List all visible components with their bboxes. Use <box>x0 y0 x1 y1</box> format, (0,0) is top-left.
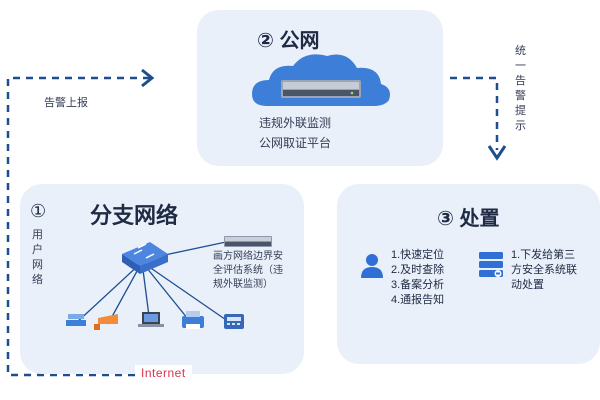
phone-icon <box>224 314 244 329</box>
right-item-2: 方安全系统联 <box>511 264 577 276</box>
disposal-panel: ③ 处置 1.快速定位 2.及时查除 3.备案分析 4.通报告知 1.下发给第三… <box>337 184 600 364</box>
boundary-system-caption: 画方网络边界安 全评估系统（违 规外联监测） <box>213 250 283 292</box>
right-action-list: 1.下发给第三 方安全系统联 动处置 <box>511 248 577 293</box>
public-network-panel: ② 公网 违规外联监测 公网取证平台 <box>197 10 443 166</box>
left-item-4: 4.通报告知 <box>391 294 445 306</box>
left-item-1: 1.快速定位 <box>391 249 445 261</box>
right-item-1: 1.下发给第三 <box>511 249 576 261</box>
disposal-title: ③ 处置 <box>437 208 500 230</box>
unified-arrowhead-icon <box>487 145 507 161</box>
switch-icon <box>122 242 168 274</box>
branch-network-title: 分支网络 <box>90 203 179 228</box>
unified-alert-connector <box>450 76 499 150</box>
printer-icon <box>182 311 204 329</box>
unified-alert-label: 统一告警提示 <box>515 45 526 132</box>
user-network-label: 用户网络 <box>32 229 43 286</box>
branch-number: ① <box>30 201 47 221</box>
caption-line-1: 画方网络边界安 <box>213 251 283 262</box>
laptop-icon <box>138 312 164 327</box>
camera-icon <box>94 314 118 330</box>
caption-line-3: 规外联监测） <box>213 279 273 290</box>
left-item-3: 3.备案分析 <box>391 279 445 291</box>
alert-report-connector <box>6 76 150 377</box>
firewall-icon <box>66 314 86 326</box>
right-item-3: 动处置 <box>511 279 544 291</box>
network-topology <box>66 236 272 330</box>
left-action-list: 1.快速定位 2.及时查除 3.备案分析 4.通报告知 <box>391 248 444 308</box>
left-item-2: 2.及时查除 <box>391 264 445 276</box>
public-line-2: 公网取证平台 <box>259 136 332 150</box>
public-network-title: ② 公网 <box>257 30 320 52</box>
branch-network-panel: ① 用户网络 分支网络 <box>20 184 304 374</box>
alert-report-label: 告警上报 <box>44 97 88 109</box>
boundary-server-icon <box>224 236 272 247</box>
internet-label: Internet <box>135 365 192 381</box>
public-line-1: 违规外联监测 <box>259 116 332 130</box>
user-icon <box>361 254 383 278</box>
alert-arrowhead-icon <box>141 68 155 88</box>
caption-line-2: 全评估系统（违 <box>213 265 283 276</box>
cloud-server-icon <box>252 54 390 106</box>
server-stack-icon <box>479 252 503 277</box>
